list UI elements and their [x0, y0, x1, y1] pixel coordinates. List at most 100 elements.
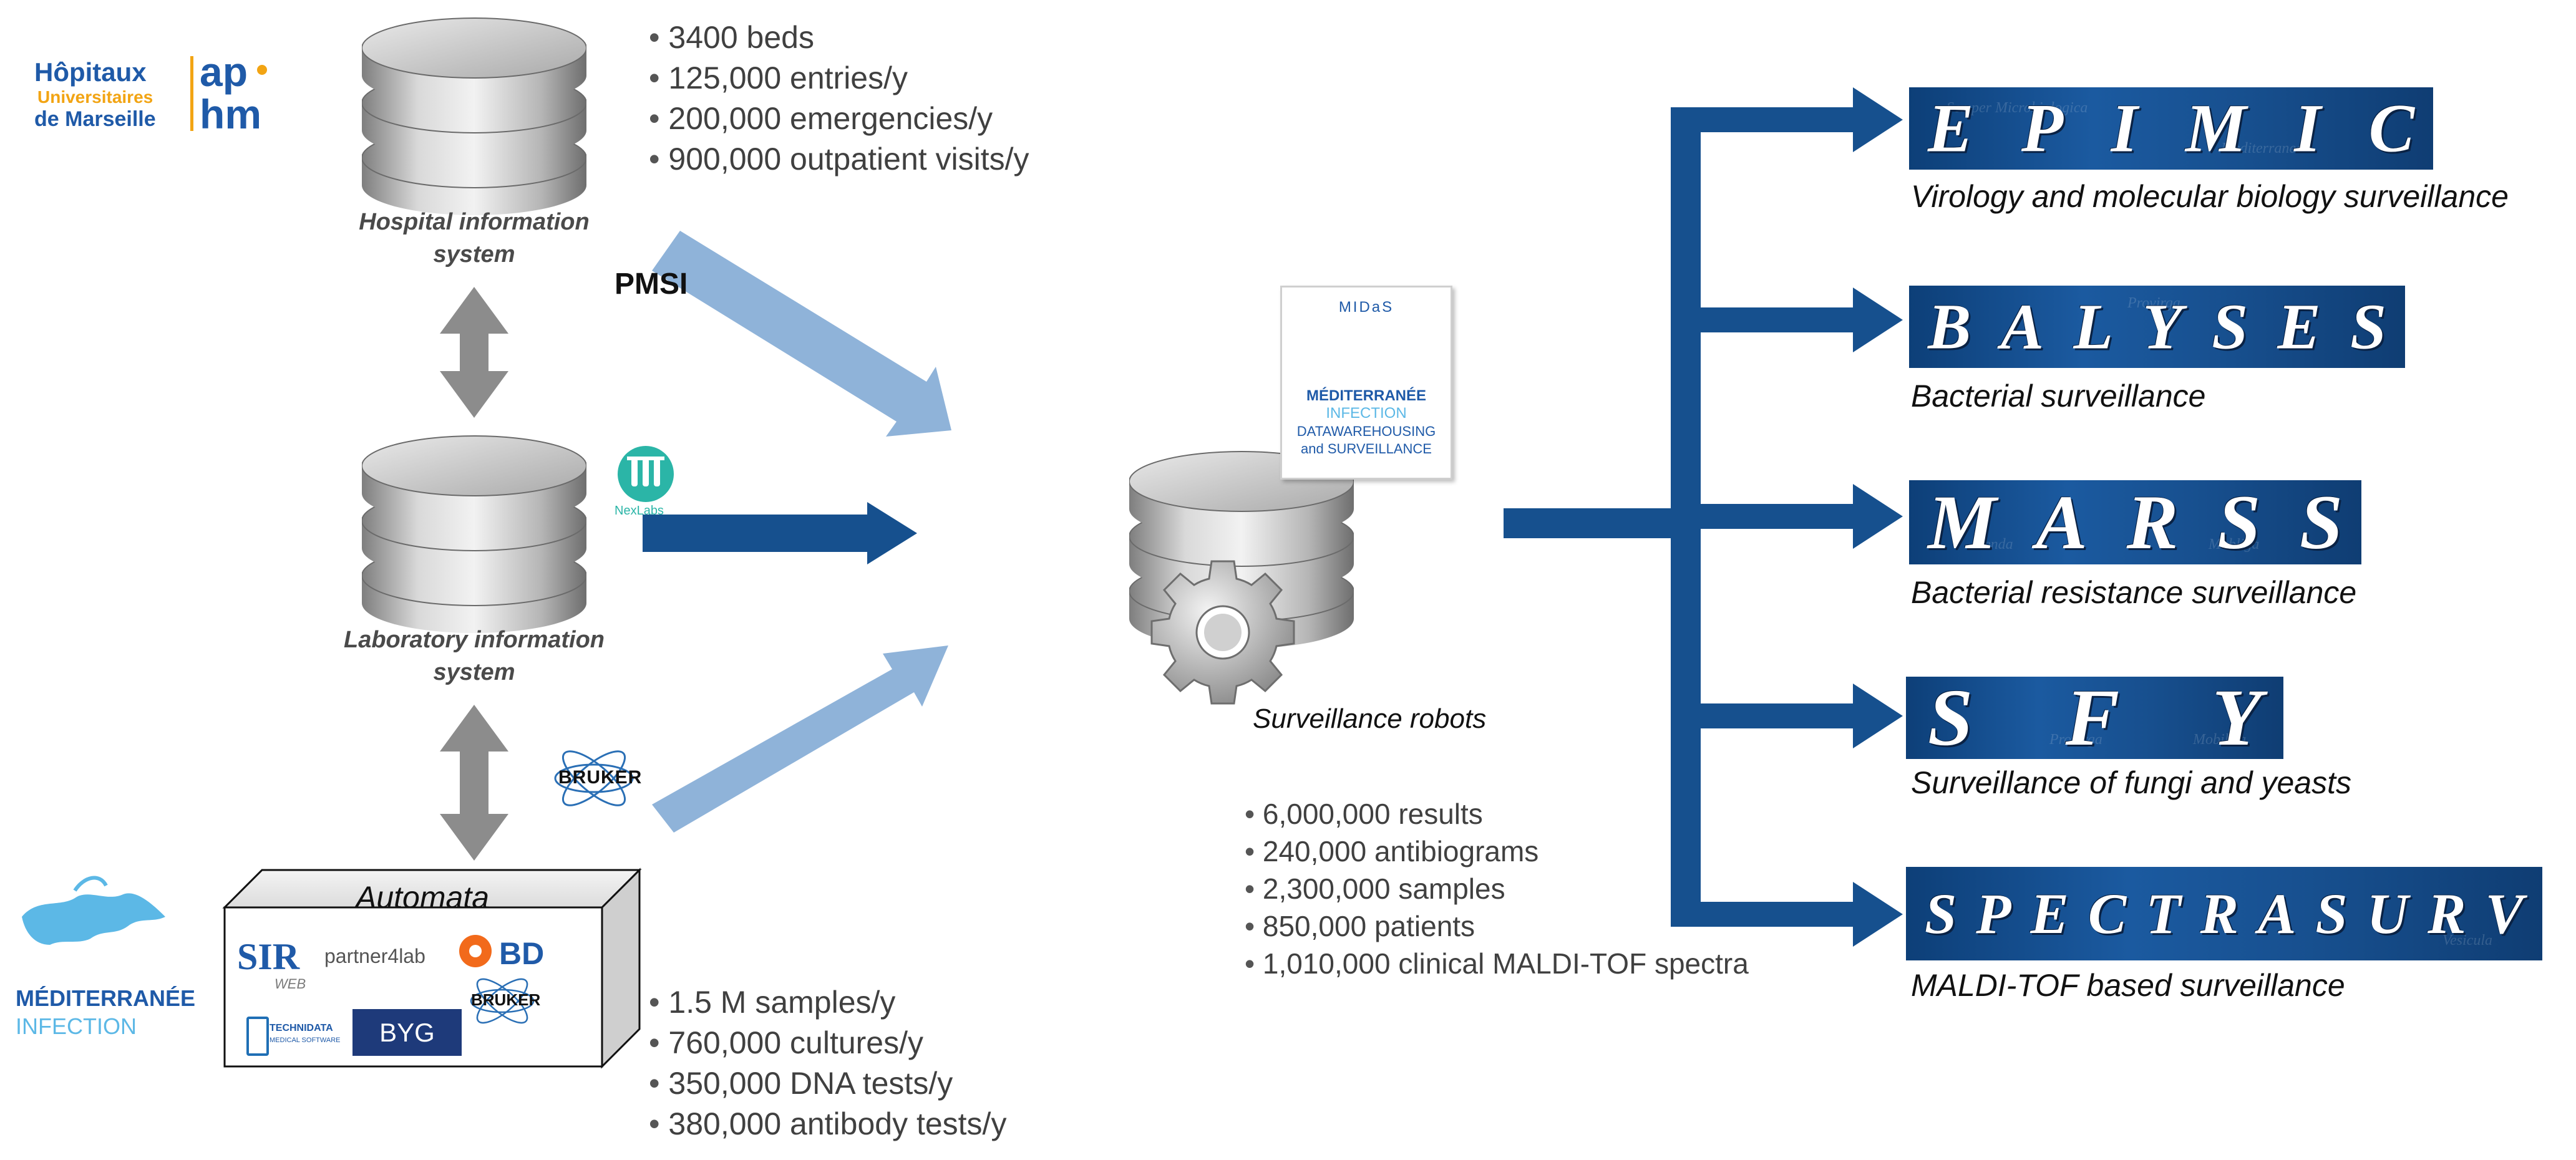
gear-icon: [1150, 560, 1295, 705]
hospital-database-icon: [362, 17, 586, 215]
banner-letter: C: [2368, 90, 2414, 167]
banner-letter: S: [1928, 677, 1973, 759]
sir-web-logo: WEB: [275, 976, 306, 992]
banner-letter: U: [2366, 882, 2409, 945]
midas-line3: DATAWAREHOUSING: [1296, 423, 1436, 439]
pmsi-label: PMSI: [615, 268, 688, 301]
aphm-logo-line2: Universitaires: [37, 87, 153, 107]
banner-letter: A: [2257, 882, 2297, 945]
technidata-logo: TECHNIDATA: [270, 1023, 333, 1033]
robots-caption: Surveillance robots: [1253, 703, 1487, 734]
banner-letter: F: [2065, 677, 2120, 759]
sfy-subtitle: Surveillance of fungi and yeasts: [1911, 765, 2351, 800]
banner-letter: Y: [2212, 677, 2262, 759]
midas-line1: MÉDITERRANÉE: [1306, 387, 1426, 404]
sfy-banner: Provirga Mobiliza S F Y: [1906, 677, 2283, 759]
banner-letter: I: [2111, 90, 2138, 167]
banner-letter: S: [2315, 882, 2348, 945]
epimic-subtitle: Virology and molecular biology surveilla…: [1911, 179, 2509, 214]
epimic-banner: Semper Microbiologica Mediterranea E P I…: [1909, 87, 2433, 170]
robots-stat: 850,000 patients: [1245, 907, 1749, 945]
banner-letter: E: [2030, 882, 2069, 945]
banner-letter: I: [2294, 90, 2321, 167]
robots-stat: 240,000 antibiograms: [1245, 833, 1749, 870]
bruker-label: BRUKER: [558, 767, 643, 788]
hospital-stats: 3400 beds 125,000 entries/y 200,000 emer…: [649, 17, 1029, 180]
technidata-subtitle: MEDICAL SOFTWARE: [270, 1037, 341, 1044]
hospital-caption: Hospital information system: [337, 206, 611, 271]
hospital-caption-line2: system: [433, 241, 515, 268]
banner-letter: T: [2146, 882, 2181, 945]
banner-letter: Y: [2142, 291, 2182, 363]
spectrasurv-letters: S P E C T R A S U R V: [1906, 881, 2542, 947]
banner-letter: S: [1925, 882, 1957, 945]
banner-letter: P: [2021, 90, 2064, 167]
spectrasurv-banner: Vesicula S P E C T R A S U R V: [1906, 867, 2542, 960]
bruker-icon: [554, 750, 634, 806]
banner-letter: S: [2299, 480, 2343, 564]
banner-letter: E: [1928, 90, 1974, 167]
nexlabs-label: NexLabs: [615, 504, 664, 518]
midas-badge-title: MIDaS: [1338, 299, 1394, 316]
automata-stat: 380,000 antibody tests/y: [649, 1104, 1006, 1144]
byg-logo: BYG: [352, 1009, 462, 1056]
banner-letter: E: [2277, 291, 2321, 363]
lab-arrow: [643, 502, 917, 564]
hospital-stat: 900,000 outpatient visits/y: [649, 139, 1029, 180]
marss-subtitle: Bacterial resistance surveillance: [1911, 575, 2357, 610]
pmsi-arrow: [652, 231, 951, 437]
midas-line2: INFECTION: [1326, 405, 1407, 422]
hospital-caption-line1: Hospital information: [359, 209, 590, 235]
banner-letter: V: [2485, 882, 2524, 945]
mediterranee-logo-line2: INFECTION: [16, 1013, 137, 1039]
midas-badge: MIDaS MÉDITERRANÉE INFECTION DATAWAREHOU…: [1280, 286, 1452, 480]
double-arrow-icon: [440, 287, 508, 418]
partner4lab-logo: partner4lab: [324, 945, 425, 967]
banner-letter: S: [2217, 480, 2261, 564]
laboratory-caption-line1: Laboratory information: [343, 627, 605, 653]
aphm-dot: [257, 65, 267, 75]
automata-stats: 1.5 M samples/y 760,000 cultures/y 350,0…: [649, 982, 1006, 1144]
bruker-icon: [470, 978, 535, 1024]
hospital-stat: 125,000 entries/y: [649, 58, 1029, 99]
bd-icon: [459, 935, 492, 967]
nexlabs-icon: [618, 446, 674, 502]
banner-letter: A: [2000, 291, 2044, 363]
midas-line4: and SURVEILLANCE: [1301, 441, 1432, 457]
laboratory-caption-line2: system: [433, 659, 515, 685]
banner-letter: S: [2350, 291, 2386, 363]
banner-letter: A: [2036, 480, 2088, 564]
automata-stat: 350,000 DNA tests/y: [649, 1063, 1006, 1104]
automata-title: Automata: [356, 880, 490, 915]
aphm-mark-bottom: hm: [200, 91, 261, 137]
aphm-divider: [190, 56, 193, 131]
mediterranee-logo-line1: MÉDITERRANÉE: [16, 985, 196, 1011]
banner-letter: L: [2073, 291, 2113, 363]
aphm-logo-line1: Hôpitaux: [34, 57, 147, 87]
robots-stat: 2,300,000 samples: [1245, 870, 1749, 907]
banner-letter: R: [2428, 882, 2466, 945]
banner-letter: R: [2126, 480, 2179, 564]
balyses-banner: Provirga B A L Y S E S: [1909, 286, 2405, 368]
hospital-stat: 3400 beds: [649, 17, 1029, 58]
aphm-logo-line3: de Marseille: [34, 107, 156, 131]
epimic-letters: E P I M I C: [1909, 89, 2433, 168]
spectrasurv-subtitle: MALDI-TOF based surveillance: [1911, 968, 2345, 1003]
banner-letter: S: [2212, 291, 2248, 363]
marss-letters: M A R S S: [1909, 480, 2361, 564]
robots-stat: 6,000,000 results: [1245, 795, 1749, 833]
aphm-mark-top: ap: [200, 49, 248, 95]
automata-stat: 760,000 cultures/y: [649, 1023, 1006, 1063]
marss-banner: Menda Mobliga M A R S S: [1909, 480, 2361, 564]
robots-stats: 6,000,000 results 240,000 antibiograms 2…: [1245, 795, 1749, 982]
banner-letter: R: [2200, 882, 2238, 945]
banner-letter: M: [2185, 90, 2247, 167]
bd-logo: BD: [499, 936, 545, 971]
banner-letter: B: [1928, 291, 1971, 363]
technidata-icon: [246, 1017, 269, 1056]
sfy-letters: S F Y: [1906, 677, 2283, 759]
balyses-subtitle: Bacterial surveillance: [1911, 379, 2206, 413]
balyses-letters: B A L Y S E S: [1909, 290, 2405, 364]
